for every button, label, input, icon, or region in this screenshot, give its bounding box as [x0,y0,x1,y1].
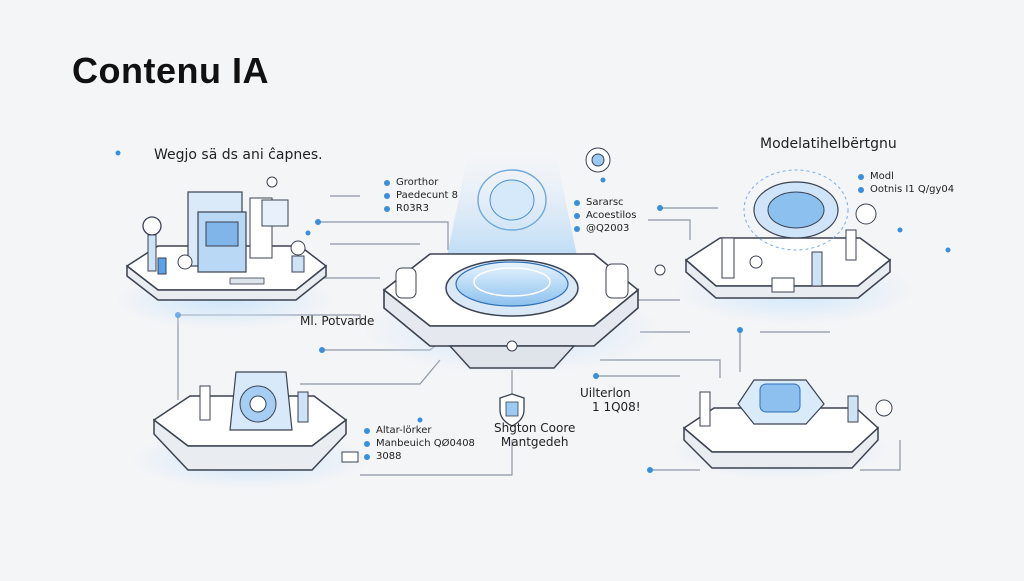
bullet-dot [364,440,370,447]
bullet-dot [384,192,390,199]
list-item-label: Grorthor [396,177,439,188]
bullet-dot [384,205,390,212]
list-item-label: Ootnis I1 Q/gy04 [870,184,955,195]
list-item: Ootnis I1 Q/gy04 [858,183,954,196]
list-item-label: Manbeuich QØ0408 [376,438,475,449]
platform-bottom-left [130,371,370,490]
list-item: Acoestilos [574,209,636,222]
platform-center-hub [362,147,662,375]
bullet-dot [858,173,864,180]
bullet-dot [574,225,580,232]
right-top-list: Modl Ootnis I1 Q/gy04 [858,170,954,196]
top-right-heading: Modelatihelbërtgnu [760,136,897,152]
bottom-center-caption-line: Mantgedeh [500,435,569,449]
list-item: Modl [858,170,954,183]
top-left-heading: Wegjo sä ds ani ĉapnes. [154,147,323,163]
bullet-dot [574,212,580,219]
list-item-label: Sararsc [586,197,624,208]
list-item: 3088 [364,450,475,463]
center-left-list: Grorthor Paedecunt 8 R03R3 [384,176,458,215]
bottom-center-caption: Shgton Coore Mantgedeh [494,421,575,449]
list-item-label: Acoestilos [586,210,637,221]
platform-top-left [115,191,335,330]
bottom-left-list: Altar-lörker Manbeuich QØ0408 3088 [364,424,475,463]
platform-bottom-right [670,379,893,480]
list-item-label: R03R3 [396,203,429,214]
list-item: Paedecunt 8 [384,189,458,202]
bullet-dot [858,186,864,193]
list-item-label: Paedecunt 8 [396,190,458,201]
list-item: Grorthor [384,176,458,189]
list-item-label: @Q2003 [586,223,630,234]
page-title: Contenu IA [72,50,269,91]
bottom-center-caption-line: Shgton Coore [494,421,576,435]
bullet-dot [364,427,370,434]
bullet-dot [384,179,390,186]
lightbulb-icon [266,176,666,276]
right-mid-caption: Uilterlon 1 1Q08! [580,386,641,414]
platform-top-right [675,169,915,325]
right-mid-caption-line: 1 1Q08! [592,400,641,414]
list-item: @Q2003 [574,222,636,235]
right-mid-caption-line: Uilterlon [580,386,631,400]
list-item: Sararsc [574,196,636,209]
center-left-tag: Ml. Potvarde [300,314,375,328]
bullet-dot [574,199,580,206]
list-item-label: Modl [870,171,894,182]
list-item: Manbeuich QØ0408 [364,437,475,450]
list-item: Altar-lörker [364,424,475,437]
shield-icon [499,393,525,427]
bullet-dot [364,453,370,460]
list-item-label: 3088 [376,451,402,462]
list-item-label: Altar-lörker [376,425,432,436]
list-item: R03R3 [384,202,458,215]
center-right-list: Sararsc Acoestilos @Q2003 [574,196,636,235]
